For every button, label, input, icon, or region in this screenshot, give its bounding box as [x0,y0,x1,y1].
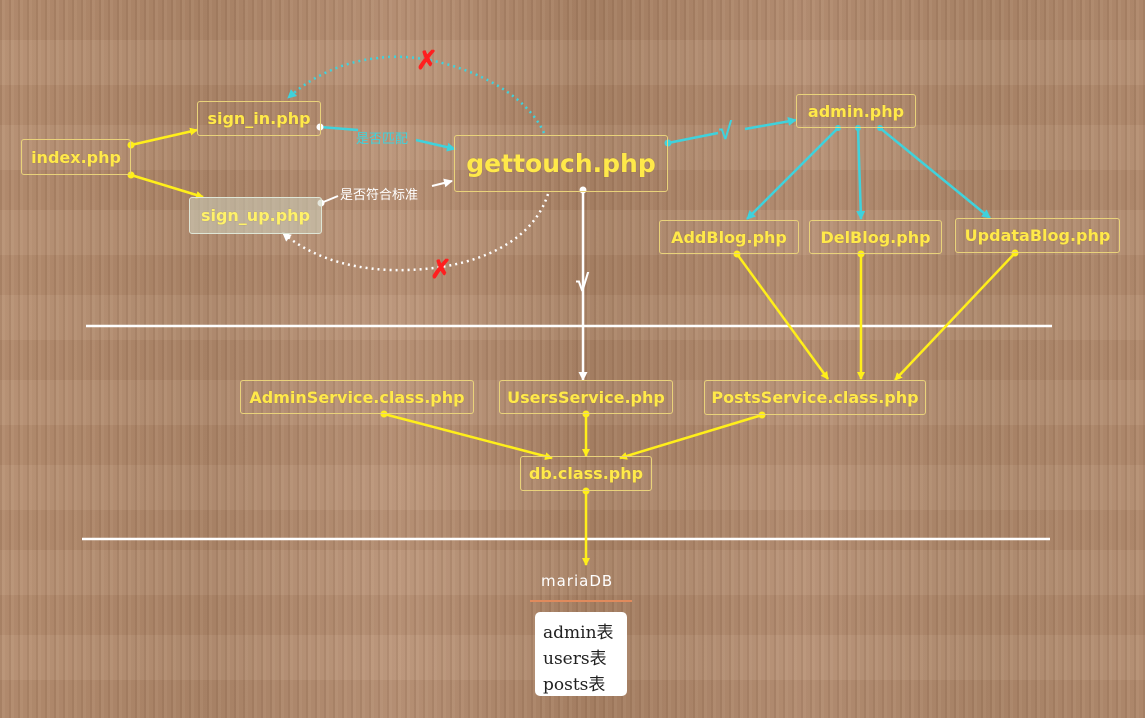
node-gettouch[interactable]: gettouch.php [454,135,668,192]
node-updata-blog[interactable]: UpdataBlog.php [955,218,1120,253]
dotted-return-to-signin [287,55,546,134]
arrow-index-to-signup [130,173,204,199]
dot-delblog [857,250,865,258]
node-add-blog[interactable]: AddBlog.php [659,220,799,254]
arrow-admin-to-delblog [856,127,866,220]
node-admin[interactable]: admin.php [796,94,916,128]
mariadb-title: mariaDB [541,572,614,590]
db-table-item: admin表 [543,623,614,643]
arrow-updatablog-to-posts [894,252,1016,381]
cross-mark-signup: ✗ [430,254,452,284]
dot-admin-3 [877,125,883,131]
dot-admin-1 [835,125,841,131]
dot-index-top [127,141,135,149]
node-admin-service[interactable]: AdminService.class.php [240,380,474,414]
arrow-gettouch-to-admin [667,120,796,145]
db-table-list: admin表 users表 posts表 [535,612,627,696]
dot-admin-2 [855,125,861,131]
node-posts-service[interactable]: PostsService.class.php [704,380,926,415]
label-match-check: 是否匹配 [356,132,409,147]
db-table-item: posts表 [543,675,606,695]
db-table-item: users表 [543,649,607,669]
dot-gettouch-right [664,139,672,147]
dot-updatablog [1011,249,1019,257]
arrow-posts-service-to-db [619,413,763,460]
arrow-signin-to-gettouch [319,125,455,149]
arrow-admin-to-updatablog [879,127,991,219]
check-mark-users: √ [576,270,590,297]
dot-admin-service [380,410,388,418]
dot-addblog [733,250,741,258]
label-standard-check: 是否符合标准 [340,188,419,203]
arrow-admin-service-to-db [383,412,553,461]
node-index[interactable]: index.php [21,139,131,175]
arrow-admin-to-addblog [746,127,839,220]
check-mark-admin: √ [719,118,733,145]
node-users-service[interactable]: UsersService.php [499,380,673,414]
node-sign-up[interactable]: sign_up.php [189,197,322,234]
dot-posts-service [758,411,766,419]
dot-db-class [582,487,590,495]
node-del-blog[interactable]: DelBlog.php [809,220,942,254]
arrow-index-to-signin [130,127,198,147]
node-db-class[interactable]: db.class.php [520,456,652,491]
node-sign-in[interactable]: sign_in.php [197,101,321,136]
dot-users-service [582,410,590,418]
cross-mark-signin: ✗ [416,45,438,75]
arrow-addblog-to-posts [735,253,830,380]
